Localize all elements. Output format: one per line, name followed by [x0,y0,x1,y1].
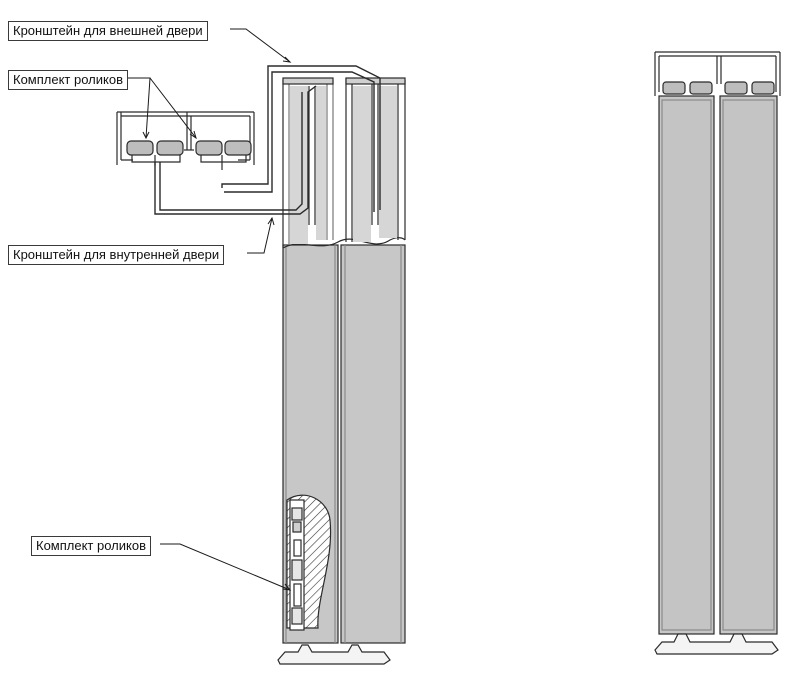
door-panel-right-outer [658,95,715,635]
upper-door-profiles [282,77,406,248]
bottom-guide-rail-right [654,633,779,655]
right-door-elevation [654,51,781,655]
leader-lines [128,28,292,591]
label-inner-door-bracket: Кронштейн для внутренней двери [8,245,225,265]
roller-set-right [662,81,775,95]
top-track-right [654,51,781,96]
roller-set-bottom [289,499,305,631]
roller-set-top [126,140,252,170]
bottom-guide-rail [277,644,391,665]
outer-door-bracket [221,65,381,212]
door-panel-right-inner [719,95,778,635]
left-door-detail [116,65,406,665]
top-track-profile [116,111,255,165]
upper-panel-fill [290,86,397,244]
inner-door-panel [340,244,406,644]
label-outer-door-bracket: Кронштейн для внешней двери [8,21,208,41]
label-roller-set-bottom: Комплект роликов [31,536,151,556]
inner-door-bracket [154,85,317,215]
label-roller-set-top: Комплект роликов [8,70,128,90]
